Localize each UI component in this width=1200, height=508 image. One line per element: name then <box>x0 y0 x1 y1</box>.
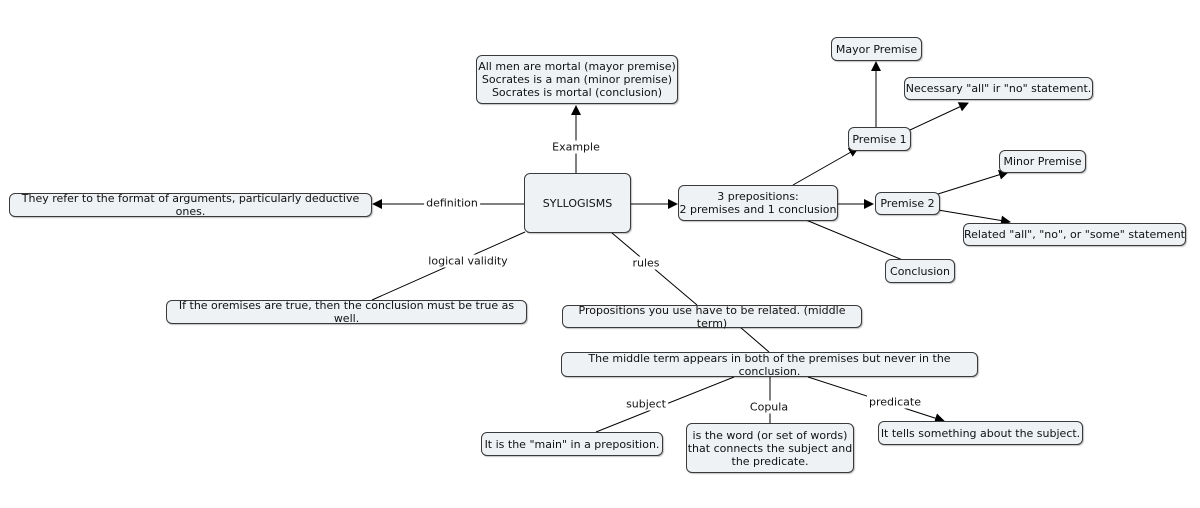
node-necessary-statement[interactable]: Necessary "all" ir "no" statement. <box>904 77 1093 100</box>
node-mayor-premise[interactable]: Mayor Premise <box>831 37 922 61</box>
link-label-predicate: predicate <box>867 395 923 409</box>
edge-premise1-necessary <box>909 102 969 131</box>
link-label-validity: logical validity <box>426 254 510 268</box>
link-label-subject: subject <box>624 397 668 411</box>
node-premise-1[interactable]: Premise 1 <box>848 127 911 151</box>
edge-premise2-related <box>937 209 1011 226</box>
link-label-copula: Copula <box>747 400 791 414</box>
node-syllogisms[interactable]: SYLLOGISMS <box>524 173 631 233</box>
node-premise-2[interactable]: Premise 2 <box>875 192 940 215</box>
link-label-rules: rules <box>630 256 662 270</box>
node-minor-premise[interactable]: Minor Premise <box>999 150 1086 173</box>
edge-rules-middle <box>739 326 770 353</box>
node-main[interactable]: It is the "main" in a preposition. <box>481 432 663 456</box>
node-example[interactable]: All men are mortal (mayor premise) Socra… <box>476 55 678 104</box>
node-rules[interactable]: Propositions you use have to be related.… <box>562 304 862 330</box>
node-three-propositions[interactable]: 3 prepositions: 2 premises and 1 conclus… <box>678 185 838 221</box>
edge-props-premise1 <box>792 147 859 186</box>
node-conclusion[interactable]: Conclusion <box>885 259 955 283</box>
node-validity[interactable]: If the oremises are true, then the concl… <box>166 299 527 325</box>
node-predicate[interactable]: It tells something about the subject. <box>878 421 1083 445</box>
node-copula[interactable]: is the word (or set of words) that conne… <box>686 423 854 473</box>
link-label-definition: definition <box>424 196 480 210</box>
node-middle-term[interactable]: The middle term appears in both of the p… <box>561 352 978 378</box>
node-related-statement[interactable]: Related "all", "no", or "some" statement <box>963 223 1186 246</box>
node-definition[interactable]: They refer to the format of arguments, p… <box>9 192 372 218</box>
edge-props-conclusion <box>805 219 906 262</box>
link-label-example: Example <box>550 140 602 154</box>
edge-premise2-minor <box>937 169 1009 195</box>
